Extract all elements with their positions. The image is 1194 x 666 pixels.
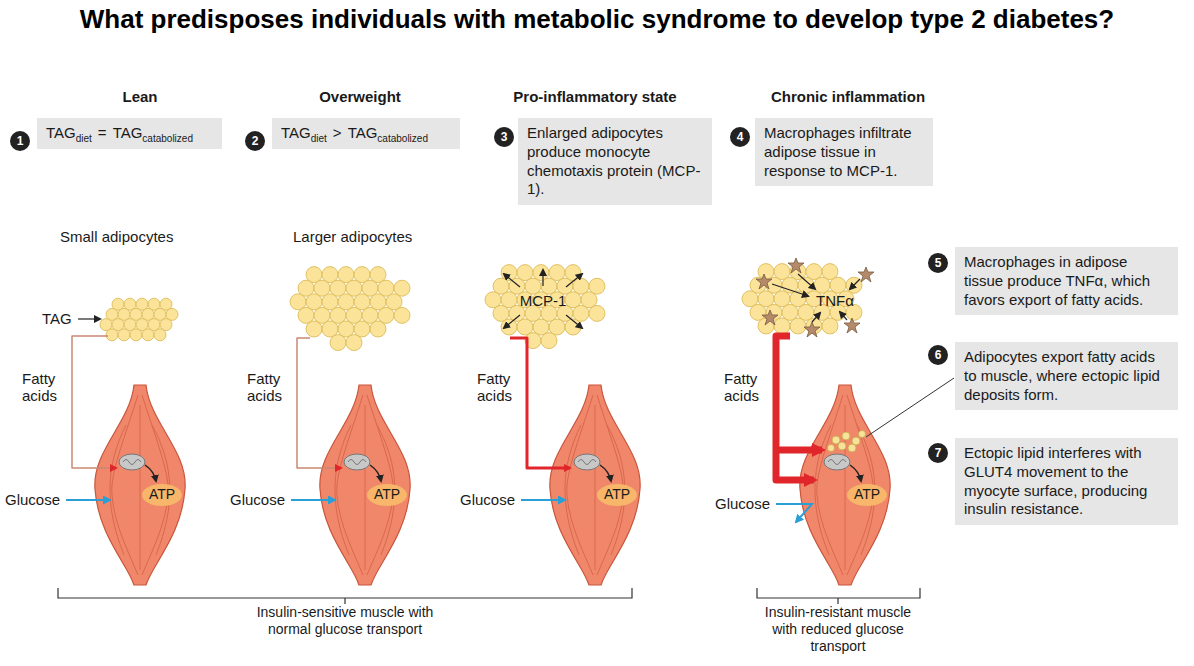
- stage-heading: Chronic inflammation: [743, 88, 953, 106]
- glucose-label: Glucose: [460, 491, 520, 509]
- brackets: [58, 588, 920, 604]
- tnf-label: TNFα: [812, 292, 858, 310]
- step-text: TAG: [113, 124, 143, 141]
- cell-label: Larger adipocytes: [293, 228, 443, 246]
- tnf-arrows: [772, 274, 860, 322]
- step-box: Adipocytes export fatty acids to muscle,…: [955, 342, 1178, 410]
- step-box: Enlarged adipocytes produce monocyte che…: [518, 118, 712, 205]
- callout-number: 6: [928, 345, 948, 365]
- atp-label: ATP: [144, 486, 180, 503]
- step-text: =: [98, 124, 107, 141]
- atp-label: ATP: [369, 486, 405, 503]
- muscle-proinflammatory: [550, 385, 640, 585]
- mcp-arrows: [504, 270, 582, 328]
- stage-heading: Overweight: [290, 88, 430, 106]
- adipocyte: [130, 329, 142, 341]
- adipocyte: [306, 321, 322, 337]
- glucose-arrows: [66, 500, 812, 522]
- step-text: Macrophages in adipose tissue produce TN…: [964, 253, 1150, 308]
- adipocyte: [790, 318, 806, 334]
- adipocyte: [541, 333, 557, 349]
- adipocyte: [394, 307, 410, 323]
- fatty-acid-arrows: [72, 336, 822, 480]
- glucose-label: Glucose: [230, 491, 290, 509]
- step-text: TAG: [281, 124, 311, 141]
- fatty-acid-label: Fatty acids: [247, 370, 293, 405]
- adipocyte: [822, 318, 838, 334]
- stage-heading: Lean: [90, 88, 190, 106]
- muscle-chronic: [800, 385, 890, 585]
- adipocyte: [118, 329, 130, 341]
- leader-line: [866, 378, 954, 437]
- callout-number: 7: [928, 443, 948, 463]
- adipocyte-clusters: [100, 264, 862, 351]
- bracket-label: Insulin-sensitive muscle with normal glu…: [255, 604, 435, 638]
- step-box: Macrophages infiltrate adipose tissue in…: [755, 118, 933, 186]
- adipocyte: [774, 318, 790, 334]
- step-text: Enlarged adipocytes produce monocyte che…: [527, 124, 700, 197]
- bracket-label: Insulin-resistant muscle with reduced gl…: [760, 604, 916, 654]
- lipid-deposits: [828, 431, 866, 453]
- step-box: TAGdiet=TAGcatabolized: [37, 118, 222, 149]
- callout-number: 1: [10, 131, 30, 151]
- callout-number: 5: [928, 253, 948, 273]
- callout-number: 3: [494, 127, 514, 147]
- stage-heading: Pro-inflammatory state: [490, 88, 700, 106]
- callout-number: 2: [245, 131, 265, 151]
- muscle-overweight: [320, 385, 410, 585]
- subscript: catabolized: [377, 133, 428, 144]
- adipocyte: [142, 329, 154, 341]
- callout-number: 4: [730, 127, 750, 147]
- title: What predisposes individuals with metabo…: [37, 4, 1157, 36]
- adipocyte: [589, 305, 605, 321]
- step-text: Ectopic lipid interferes with GLUT4 move…: [964, 444, 1147, 517]
- step-box: Ectopic lipid interferes with GLUT4 move…: [955, 438, 1178, 525]
- step-text: TAG: [348, 124, 378, 141]
- subscript: catabolized: [142, 133, 193, 144]
- mcp1-label: MCP-1: [518, 292, 568, 310]
- atp-label: ATP: [849, 486, 885, 503]
- glucose-label: Glucose: [5, 491, 65, 509]
- step-text: Macrophages infiltrate adipose tissue in…: [764, 124, 912, 179]
- adipocyte: [346, 335, 362, 351]
- adipocyte: [501, 319, 517, 335]
- macrophages: [756, 258, 874, 337]
- step-text: Adipocytes export fatty acids to muscle,…: [964, 348, 1160, 403]
- step-text: >: [333, 124, 342, 141]
- adipocyte: [370, 321, 386, 337]
- tag-label: TAG: [42, 310, 78, 328]
- fatty-acid-label: Fatty acids: [724, 370, 768, 405]
- adipocyte: [330, 335, 346, 351]
- subscript: diet: [311, 133, 327, 144]
- subscript: diet: [76, 133, 92, 144]
- step-box: Macrophages in adipose tissue produce TN…: [955, 247, 1178, 315]
- step-text: TAG: [46, 124, 76, 141]
- atp-label: ATP: [599, 486, 635, 503]
- step-box: TAGdiet>TAGcatabolized: [272, 118, 460, 149]
- muscle-lean: [95, 385, 185, 585]
- adipocyte: [106, 329, 118, 341]
- cell-label: Small adipocytes: [60, 228, 210, 246]
- tag-arrow: [78, 319, 100, 320]
- glucose-label: Glucose: [715, 495, 775, 513]
- fatty-acid-label: Fatty acids: [477, 370, 523, 405]
- adipocyte: [154, 329, 166, 341]
- fatty-acid-label: Fatty acids: [22, 370, 68, 405]
